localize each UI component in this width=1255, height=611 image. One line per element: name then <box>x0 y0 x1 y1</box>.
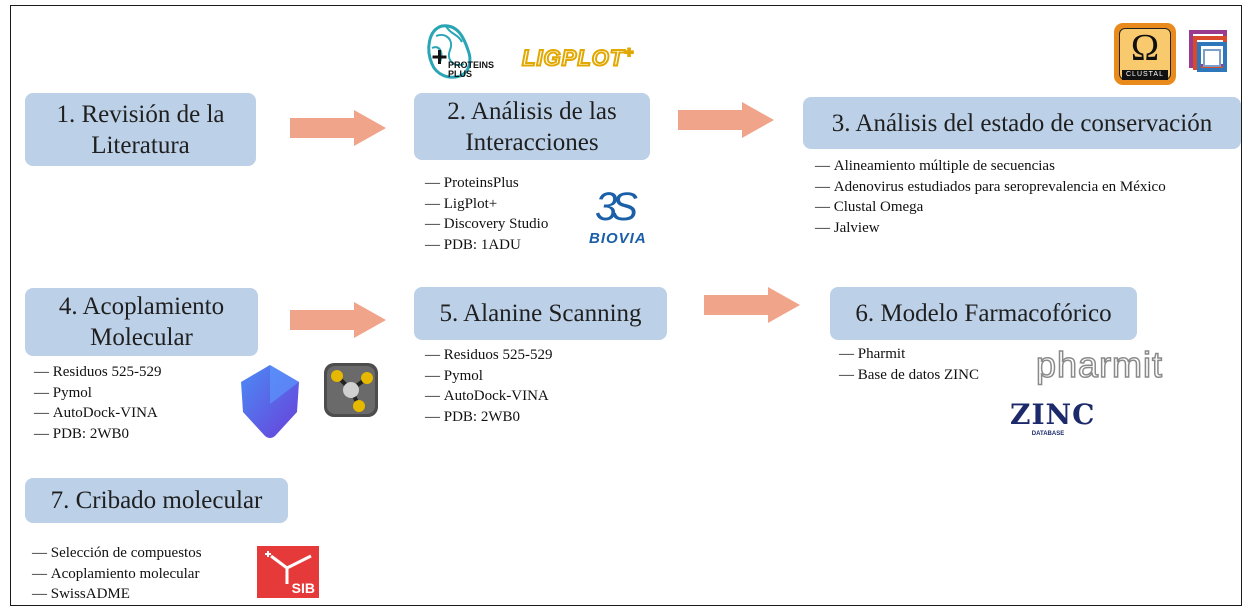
step-7-label: 7. Cribado molecular <box>50 487 263 514</box>
diagram-frame <box>10 5 1242 606</box>
proteinsplus-logo: PROTEINS PLUS <box>424 20 512 82</box>
zinc-database-text: DATABASE <box>1031 431 1065 437</box>
biovia-3s-symbol: 3S <box>595 185 638 229</box>
zinc-logo: ZINC DATABASE <box>1010 398 1096 438</box>
step-7-box: 7. Cribado molecular <box>25 478 288 523</box>
list-item: Adenovirus estudiados para seroprevalenc… <box>815 177 1166 198</box>
arrow-step4-to-step5 <box>290 302 386 338</box>
proteinsplus-text-line1: PROTEINS <box>448 60 495 70</box>
step-6-tool-list: Pharmit Base de datos ZINC <box>839 344 979 385</box>
ligplot-logo: LIGPLOT+ <box>521 43 635 71</box>
molecule-logo <box>324 363 378 417</box>
arrow-step1-to-step2 <box>290 110 386 146</box>
list-item: Selección de compuestos <box>32 543 202 564</box>
list-item: LigPlot+ <box>425 194 548 215</box>
step-3-label: 3. Análisis del estado de conservación <box>831 109 1213 137</box>
clustal-label: CLUSTAL <box>1122 70 1168 80</box>
ligplot-plus-sup: + <box>623 43 635 62</box>
list-item: SwissADME <box>32 584 202 605</box>
step-5-box: 5. Alanine Scanning <box>414 287 667 340</box>
list-item: Jalview <box>815 218 1166 239</box>
list-item: AutoDock-VINA <box>34 403 162 424</box>
list-item: AutoDock-VINA <box>425 386 553 407</box>
list-item: Alineamiento múltiple de secuencias <box>815 156 1166 177</box>
step-2-box: 2. Análisis de las Interacciones <box>414 93 650 160</box>
biovia-logo: 3S BIOVIA <box>585 185 657 253</box>
step-4-tool-list: Residuos 525-529 Pymol AutoDock-VINA PDB… <box>34 362 162 444</box>
jalview-logo <box>1189 30 1227 72</box>
proteinsplus-text-line2: PLUS <box>448 69 473 79</box>
step-2-label: 2. Análisis de las Interacciones <box>447 97 617 156</box>
step-2-tool-list: ProteinsPlus LigPlot+ Discovery Studio P… <box>425 173 549 256</box>
step-1-label: 1. Revisión de la Literatura <box>56 100 225 159</box>
list-item: Residuos 525-529 <box>425 345 553 366</box>
biovia-text: BIOVIA <box>589 230 647 247</box>
arrow-step2-to-step3 <box>678 102 774 138</box>
list-item: Pymol <box>34 383 162 404</box>
ligplot-text: LIGPLOT <box>521 44 625 71</box>
step-3-box: 3. Análisis del estado de conservación <box>803 97 1241 149</box>
step-5-tool-list: Residuos 525-529 Pymol AutoDock-VINA PDB… <box>425 345 553 427</box>
list-item: Pharmit <box>839 344 979 365</box>
step-6-box: 6. Modelo Farmacofórico <box>830 287 1137 340</box>
list-item: PDB: 1ADU <box>425 235 548 256</box>
step-7-tool-list: Selección de compuestos Acoplamiento mol… <box>32 543 202 605</box>
pharmit-logo: pharmit <box>1035 344 1164 386</box>
list-item: Clustal Omega <box>815 197 1166 218</box>
omega-symbol: Ω <box>1130 27 1160 69</box>
list-item: Acoplamiento molecular <box>32 564 202 585</box>
sib-text: SIB <box>291 580 315 596</box>
zinc-text: ZINC <box>1010 398 1096 431</box>
sib-icon <box>265 551 312 584</box>
step-3-tool-list: Alineamiento múltiple de secuencias Aden… <box>815 156 1166 238</box>
step-6-label: 6. Modelo Farmacofórico <box>855 300 1112 327</box>
step-4-label: 4. Acoplamiento Molecular <box>58 293 225 351</box>
arrow-step5-to-step6 <box>704 287 800 323</box>
pharmit-text: pharmit <box>1035 344 1164 386</box>
proteinsplus-icon <box>427 24 472 79</box>
list-item: Discovery Studio <box>425 214 549 235</box>
step-4-box: 4. Acoplamiento Molecular <box>25 288 258 356</box>
sib-logo: SIB <box>257 546 319 598</box>
list-item: PDB: 2WB0 <box>425 407 553 428</box>
list-item: PDB: 2WB0 <box>34 424 162 445</box>
autodock-vina-logo <box>241 365 299 438</box>
list-item: ProteinsPlus <box>425 173 548 194</box>
step-1-box: 1. Revisión de la Literatura <box>25 93 256 166</box>
clustal-omega-logo: Ω CLUSTAL <box>1114 23 1176 85</box>
list-item: Residuos 525-529 <box>34 362 162 383</box>
step-5-label: 5. Alanine Scanning <box>439 300 642 327</box>
list-item: Base de datos ZINC <box>839 365 979 386</box>
list-item: Pymol <box>425 366 553 387</box>
